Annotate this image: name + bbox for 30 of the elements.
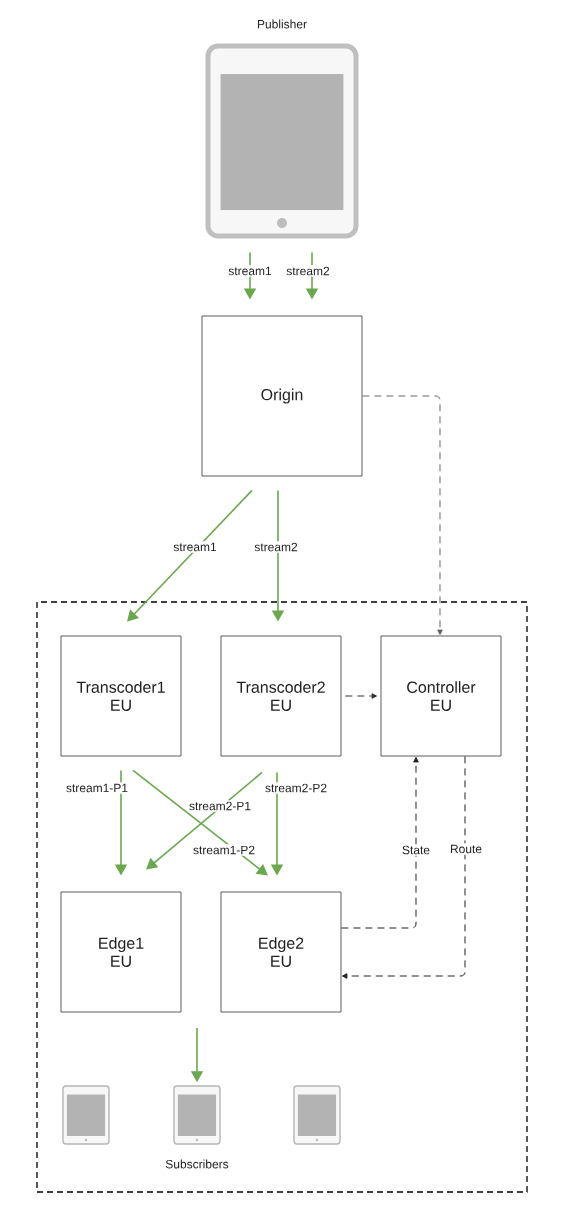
tablet-drawing	[205, 43, 359, 239]
arrow	[127, 489, 253, 622]
tablet-drawing	[62, 1085, 110, 1145]
process-box: Edge2 EU	[220, 891, 342, 1013]
process-box: Controller EU	[380, 635, 502, 757]
process-box: Origin	[201, 315, 363, 477]
arrow	[340, 757, 419, 929]
arrow	[132, 769, 268, 876]
arrow	[361, 395, 443, 635]
dashed-boundary	[36, 601, 528, 1193]
arrow	[342, 755, 466, 979]
edge-label: stream1-P1	[64, 782, 130, 794]
process-box: Edge1 EU	[60, 891, 182, 1013]
process-box: Transcoder2 EU	[220, 635, 342, 757]
edge-label: stream2	[284, 265, 332, 277]
tablet-drawing	[173, 1085, 221, 1145]
device-label: Publisher	[257, 19, 307, 29]
arrow	[344, 693, 377, 699]
edge-label: stream2-P2	[263, 782, 329, 794]
edge-label: stream1-P2	[191, 844, 257, 856]
edge-label: State	[400, 844, 432, 856]
arrow	[146, 771, 263, 870]
edge-label: stream1	[226, 265, 274, 277]
edge-label: stream1	[171, 541, 219, 553]
edge-label: stream2	[252, 541, 300, 553]
edge-label: Route	[448, 843, 484, 855]
edge-label: stream2-P1	[187, 800, 253, 812]
process-box: Transcoder1 EU	[60, 635, 182, 757]
device-label: Subscribers	[165, 1159, 229, 1169]
tablet-drawing	[293, 1085, 341, 1145]
